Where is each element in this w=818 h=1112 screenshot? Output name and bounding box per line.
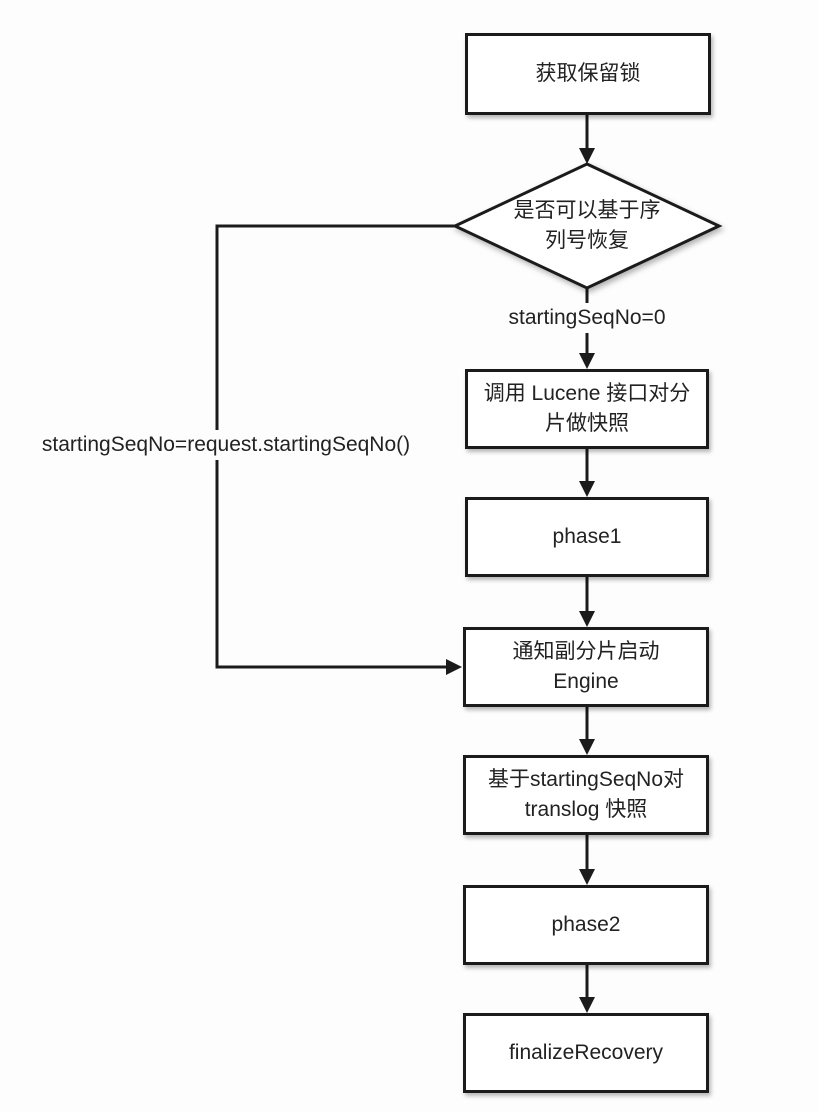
node-notify-engine: 通知副分片启动 Engine (463, 627, 709, 707)
node-lucene-snapshot: 调用 Lucene 接口对分 片做快照 (465, 369, 709, 449)
node-finalize-recovery-label: finalizeRecovery (508, 1040, 664, 1064)
arrowhead-decision-to-notify-branch (446, 659, 462, 675)
edge-label-seq-zero: startingSeqNo=0 (500, 303, 674, 333)
arrowhead-translog-to-phase2 (579, 869, 595, 885)
edge-label-seq-request: startingSeqNo=request.startingSeqNo() (8, 430, 444, 460)
node-phase2-label: phase2 (551, 912, 621, 936)
arrowhead-lucene-to-phase1 (579, 481, 595, 497)
arrowhead-acquire-to-decision (579, 148, 595, 164)
decision-can-recover-seq-label: 是否可以基于序 列号恢复 (513, 198, 661, 252)
node-phase1: phase1 (465, 497, 709, 577)
node-translog-snapshot-label: 基于startingSeqNo对 translog 快照 (487, 767, 685, 821)
node-phase1-label: phase1 (552, 524, 622, 548)
node-lucene-snapshot-label: 调用 Lucene 接口对分 片做快照 (483, 381, 691, 435)
arrowhead-decision-to-lucene (579, 353, 595, 369)
node-notify-engine-label: 通知副分片启动 Engine (512, 639, 660, 693)
node-finalize-recovery: finalizeRecovery (463, 1013, 709, 1093)
arrowhead-phase1-to-notify (579, 611, 595, 627)
decision-diamond-shape (451, 162, 723, 290)
node-phase2: phase2 (463, 885, 709, 965)
arrowhead-phase2-to-finalize (579, 997, 595, 1013)
arrowhead-notify-to-translog (579, 739, 595, 755)
node-acquire-lock-label: 获取保留锁 (535, 61, 641, 85)
node-acquire-lock: 获取保留锁 (465, 33, 711, 115)
node-translog-snapshot: 基于startingSeqNo对 translog 快照 (463, 755, 709, 835)
decision-can-recover-seq: 是否可以基于序 列号恢复 (492, 186, 682, 266)
